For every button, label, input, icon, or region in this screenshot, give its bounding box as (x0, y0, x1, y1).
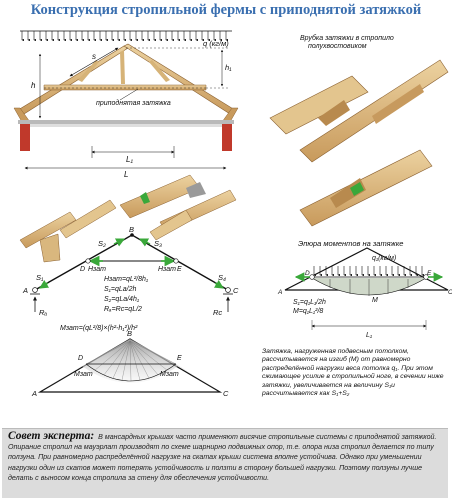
expert-tip-box: Совет эксперта: В мансардных крышах част… (2, 428, 448, 498)
dim-h-label: h (31, 81, 36, 90)
q1-load-label: q₁(кг/м) (372, 255, 396, 262)
moment-formula-m: M=q₁L₁²/8 (293, 308, 323, 315)
expert-tip-text: Совет эксперта: В мансардных крышах част… (8, 430, 444, 483)
moment-hatch (94, 340, 131, 371)
point-e-label: E (427, 270, 432, 277)
walls (18, 120, 234, 151)
fs-point-a: A (22, 286, 28, 295)
ms-point-c: C (223, 389, 229, 398)
fs-reaction-rc: Rc (213, 308, 222, 317)
fs-force-hzat-left: Hзат (88, 266, 106, 273)
load-label: q (кг/м) (203, 39, 229, 48)
raised-tie-leader (119, 88, 139, 101)
fs-formula-3: S₂=qLa/4h₁ (104, 296, 140, 303)
fs-point-d: D (80, 266, 85, 273)
moment-hatch (129, 340, 177, 365)
fs-formula-4: Rₐ=Rc=qL/2 (104, 306, 142, 313)
fs-force-hzat-right: Hзат (158, 266, 176, 273)
tie-moment-diagram: Эпюра моментов на затяжке q₁(кг/м) M D E… (277, 239, 452, 339)
moment-hatch (129, 340, 159, 375)
ms-point-b: B (127, 329, 132, 338)
raised-tie-beam (43, 84, 207, 91)
notch-caption: Врубка затяжки в стропило полухвостовико… (300, 34, 396, 50)
moment-scheme: A B C D E Mзат Mзат (31, 329, 229, 398)
dim-s (69, 47, 119, 77)
expert-tip-heading: Совет эксперта: (8, 430, 95, 442)
fs-formula-2: S₁=qLa/2h (104, 286, 136, 293)
moment-diagram-title: Эпюра моментов на затяжке (298, 239, 403, 248)
dim-s-label: s (92, 52, 96, 61)
moment-formula-s1: S₁=q₁L₁/2h (293, 299, 326, 306)
moment-hatch (129, 340, 168, 371)
fs-force-s3: S₃ (154, 239, 162, 248)
ms-point-d: D (78, 355, 83, 362)
roof-rafters (13, 43, 239, 123)
moment-hatch (129, 340, 132, 382)
fs-force-s4: S₄ (218, 273, 226, 282)
ms-label-right: Mзат (160, 371, 179, 378)
moment-hatch (129, 340, 141, 381)
fs-point-e: E (177, 266, 182, 273)
dim-l1-label: L₁ (126, 155, 133, 164)
fs-reaction-ra: Rₐ (39, 308, 47, 317)
fs-formula-5: Mзат=(qL²/8)×(h²-h₁²)/h² (60, 325, 138, 332)
span-label: L₁ (366, 332, 373, 339)
dim-h1-label: h₁ (225, 63, 232, 72)
fs-force-s1: S₁ (36, 273, 44, 282)
dim-l-label: L (124, 170, 128, 179)
explanation-note: Затяжка, нагруженная подвесным потолком,… (262, 348, 444, 398)
fs-point-c: C (233, 286, 239, 295)
distributed-load-arrows (20, 30, 232, 42)
point-c-label: C (448, 289, 452, 296)
point-a-label: A (277, 289, 282, 296)
ms-point-a: A (31, 389, 37, 398)
moment-hatch (112, 340, 131, 379)
moment-hatch (129, 340, 150, 379)
truss-elevation: q (кг/м) s h h₁ приподнятая затяжка (13, 30, 239, 179)
force-scheme: A B C D E S₂ S₃ S₁ S₄ Hзат Hзат Rₐ Rc Hз… (22, 225, 239, 332)
notch-detail-drawing (269, 59, 449, 227)
moment-hatch (103, 340, 131, 375)
moment-hatch (85, 340, 131, 365)
expert-tip-body: В мансардных крышах часто применяют вися… (8, 433, 437, 482)
ms-label-left: Mзат (74, 371, 93, 378)
fs-force-s2: S₂ (98, 239, 106, 248)
moment-area (40, 339, 220, 392)
moment-label: M (372, 297, 378, 304)
point-d-label: D (305, 270, 310, 277)
raised-tie-label: приподнятая затяжка (96, 99, 171, 107)
ms-point-e: E (177, 355, 182, 362)
moment-hatch (121, 340, 131, 381)
fs-point-b: B (129, 225, 134, 234)
fs-formula-1: Hзат=qL²/8h₁ (104, 276, 149, 283)
joint-details-drawing (19, 174, 237, 263)
page-title: Конструкция стропильной фермы с приподня… (30, 2, 422, 18)
